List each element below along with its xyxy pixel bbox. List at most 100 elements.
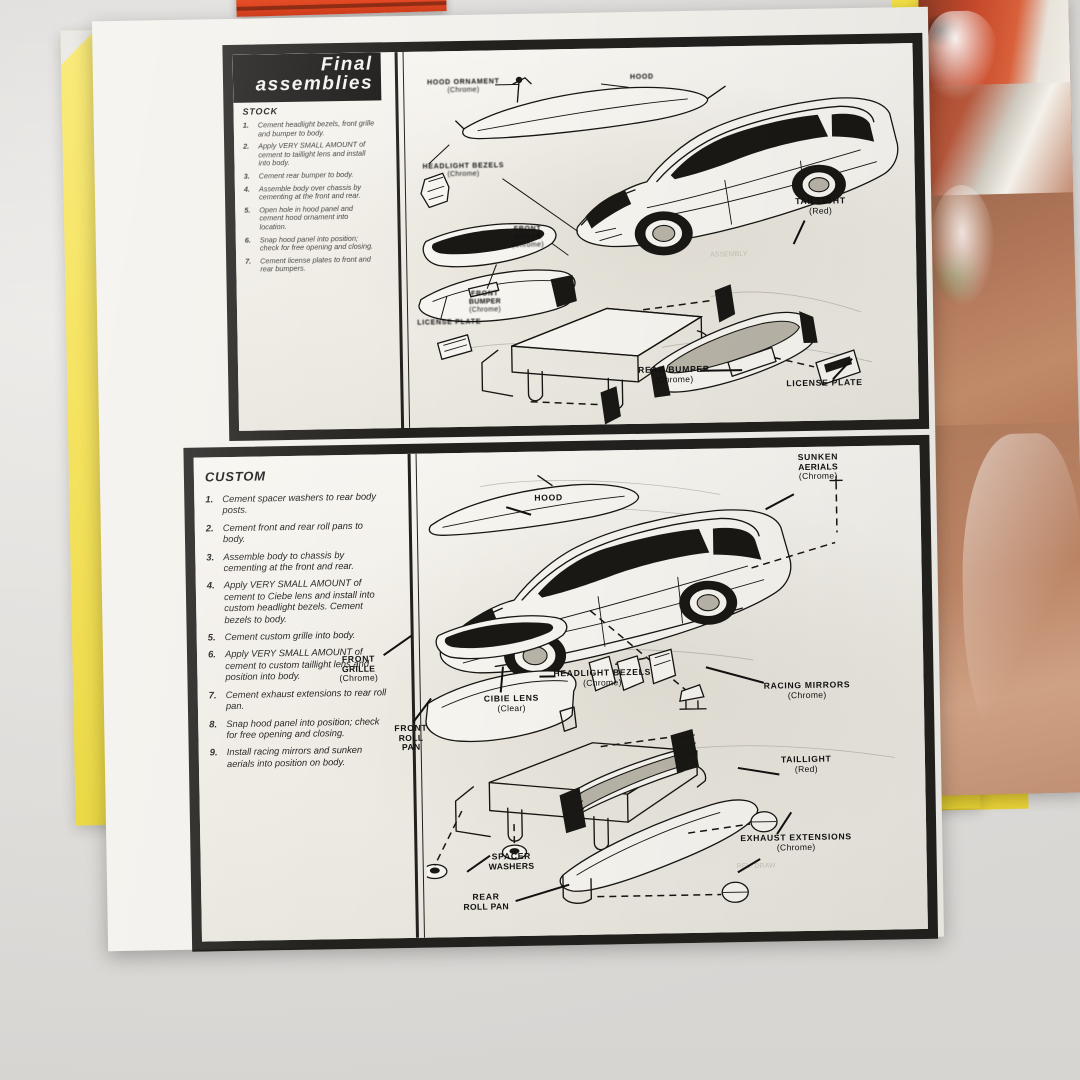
- leader-headlight-bezels-custom: [539, 675, 556, 678]
- label-front-grille-custom: FRONT GRILLE (Chrome): [339, 654, 378, 684]
- label-text: HEADLIGHT BEZELS: [422, 162, 505, 171]
- label-rear-roll-pan: REAR ROLL PAN: [463, 891, 510, 912]
- list-item: 8.Snap hood panel into position; check f…: [209, 715, 387, 741]
- label-hood-ornament: HOOD ORNAMENT (Chrome): [427, 78, 500, 95]
- step-text: Open hole in hood panel and cement hood …: [259, 203, 354, 232]
- label-text: HOOD: [629, 73, 654, 81]
- label-text: REAR BUMPER: [638, 363, 710, 375]
- step-number: 2.: [243, 141, 250, 151]
- label-license-plate-rear: LICENSE PLATE: [786, 376, 863, 389]
- label-text-2: ROLL PAN: [463, 900, 510, 912]
- rear-wheel: [791, 164, 846, 205]
- list-item: 9.Install racing mirrors and sunken aeri…: [210, 744, 388, 770]
- list-item: 1. Cement spacer washers to rear body pos…: [205, 490, 383, 516]
- stock-instructions-column: Final assemblies STOCK 1.Cement headligh…: [232, 52, 388, 431]
- front-roll-pan-part: [425, 670, 578, 743]
- sunken-aerials-part: [829, 475, 843, 533]
- label-hood-custom: HOOD: [534, 492, 564, 503]
- step-number: 9.: [209, 746, 218, 758]
- step-text: Apply VERY SMALL AMOUNT of cement to Cie…: [223, 577, 375, 625]
- list-item: 2.Cement front and rear roll pans to bod…: [206, 519, 384, 545]
- rear-chassis-assembly: [481, 307, 711, 410]
- custom-taillight-assembly: [559, 728, 700, 834]
- front-grille-part: [422, 223, 569, 268]
- racing-mirror-part: [679, 684, 707, 710]
- svg-text:REV. DRAW: REV. DRAW: [737, 863, 776, 871]
- step-text: Apply VERY SMALL AMOUNT of cement to tai…: [258, 139, 366, 168]
- list-item: 1. Cement headlight bezels, front grille …: [242, 118, 375, 139]
- rear-wheel-custom: [679, 580, 738, 625]
- label-text-2: GRILLE: [513, 233, 542, 241]
- step-number: 1.: [242, 120, 249, 130]
- list-item: 4.Apply VERY SMALL AMOUNT of cement to C…: [207, 577, 386, 626]
- label-text: LICENSE PLATE: [417, 318, 482, 327]
- label-taillight-stock: TAILLIGHT (Red): [795, 195, 846, 216]
- label-sunken-aerials: SUNKEN AERIALS (Chrome): [798, 451, 839, 482]
- label-spacer-washers: SPACER WASHERS: [488, 850, 535, 872]
- label-text: REAR: [472, 891, 500, 902]
- label-taillight-custom: TAILLIGHT (Red): [781, 754, 832, 775]
- step-text: Snap hood panel into position; check for…: [259, 233, 374, 253]
- stock-panel: Final assemblies STOCK 1.Cement headligh…: [222, 32, 930, 442]
- stock-car-body: [576, 97, 899, 256]
- label-front-roll-pan: FRONT ROLL PAN: [394, 723, 428, 753]
- custom-panel-inner: CUSTOM 1. Cement spacer washers to rear b…: [193, 444, 928, 942]
- step-text: Snap hood panel into position; check for…: [226, 714, 380, 741]
- list-item: 3. Assemble body to chassis by cementing …: [206, 548, 384, 574]
- step-number: 7.: [208, 688, 217, 701]
- step-number: 3.: [206, 550, 215, 563]
- list-item: 2. Apply VERY SMALL AMOUNT of cement to t…: [243, 139, 375, 169]
- step-text: Cement headlight bezels, front grille an…: [257, 118, 375, 139]
- stock-exploded-diagram: ASSEMBLY: [418, 76, 899, 425]
- step-text: Cement rear bumper to body.: [258, 169, 354, 181]
- label-subtext: (Chrome): [339, 672, 379, 684]
- label-text-3: PAN: [401, 741, 421, 753]
- step-text: Cement license plates to front and rear …: [260, 254, 371, 274]
- custom-panel: CUSTOM 1. Cement spacer washers to rear b…: [183, 434, 939, 952]
- label-cibie-lens: CIBIE LENS (Clear): [483, 692, 540, 714]
- label-hood: HOOD: [630, 74, 654, 82]
- list-item: 7. Cement exhaust extensions to rear roll…: [209, 686, 387, 712]
- label-text: HOOD: [534, 492, 564, 503]
- label-subtext: (Red): [809, 205, 833, 216]
- hood-part-custom: [428, 474, 639, 536]
- step-number: 6.: [207, 648, 216, 660]
- hood-part: [455, 85, 726, 140]
- label-text: SPACER: [491, 850, 532, 862]
- custom-heading: CUSTOM: [204, 468, 266, 485]
- list-item: 7. Cement license plates to front and rea…: [245, 254, 377, 274]
- list-item: 4.Assemble body over chassis by cementin…: [244, 182, 376, 202]
- custom-exploded-diagram: PARTS REV. DRAW: [422, 474, 895, 904]
- step-number: 6.: [244, 235, 251, 245]
- label-headlight-bezels-custom: HEADLIGHT BEZELS (Chrome): [553, 667, 651, 689]
- stock-step-list: 1. Cement headlight bezels, front grille …: [242, 118, 378, 274]
- license-plate-front-part: [436, 334, 473, 361]
- step-number: 1.: [205, 493, 214, 505]
- label-text: TAILLIGHT: [795, 195, 846, 207]
- box-shadow-edge: [236, 1, 447, 11]
- label-text: FRONT: [513, 225, 542, 234]
- spacer-washers-parts: [422, 810, 528, 880]
- list-item: 6. Snap hood panel into position; check f…: [244, 233, 377, 253]
- label-subtext: (Chrome): [469, 305, 502, 314]
- label-text: LICENSE PLATE: [786, 376, 863, 389]
- label-exhaust-extensions: EXHAUST EXTENSIONS (Chrome): [740, 831, 852, 853]
- step-text: Assemble body to chassis by cementing at…: [223, 548, 355, 574]
- glossy-kit-box-spine: [918, 0, 1080, 796]
- label-rear-bumper: REAR BUMPER (Chrome): [638, 363, 710, 385]
- label-text: HOOD ORNAMENT: [427, 78, 500, 87]
- step-text: Cement spacer washers to rear body posts…: [222, 490, 377, 516]
- label-text-2: WASHERS: [488, 860, 535, 872]
- front-wheel: [634, 211, 693, 256]
- hood-ornament-part: [512, 76, 532, 103]
- step-number: 7.: [245, 256, 252, 266]
- rear-bumper-part: [649, 311, 818, 398]
- svg-text:ASSEMBLY: ASSEMBLY: [710, 251, 748, 259]
- label-text: CIBIE LENS: [483, 692, 540, 704]
- label-text-2: BUMPER: [468, 298, 502, 306]
- stock-heading: STOCK: [242, 106, 278, 117]
- step-text: Cement exhaust extensions to rear roll p…: [225, 686, 387, 712]
- label-subtext: (Chrome): [654, 373, 694, 385]
- stock-panel-inner: Final assemblies STOCK 1.Cement headligh…: [232, 43, 920, 431]
